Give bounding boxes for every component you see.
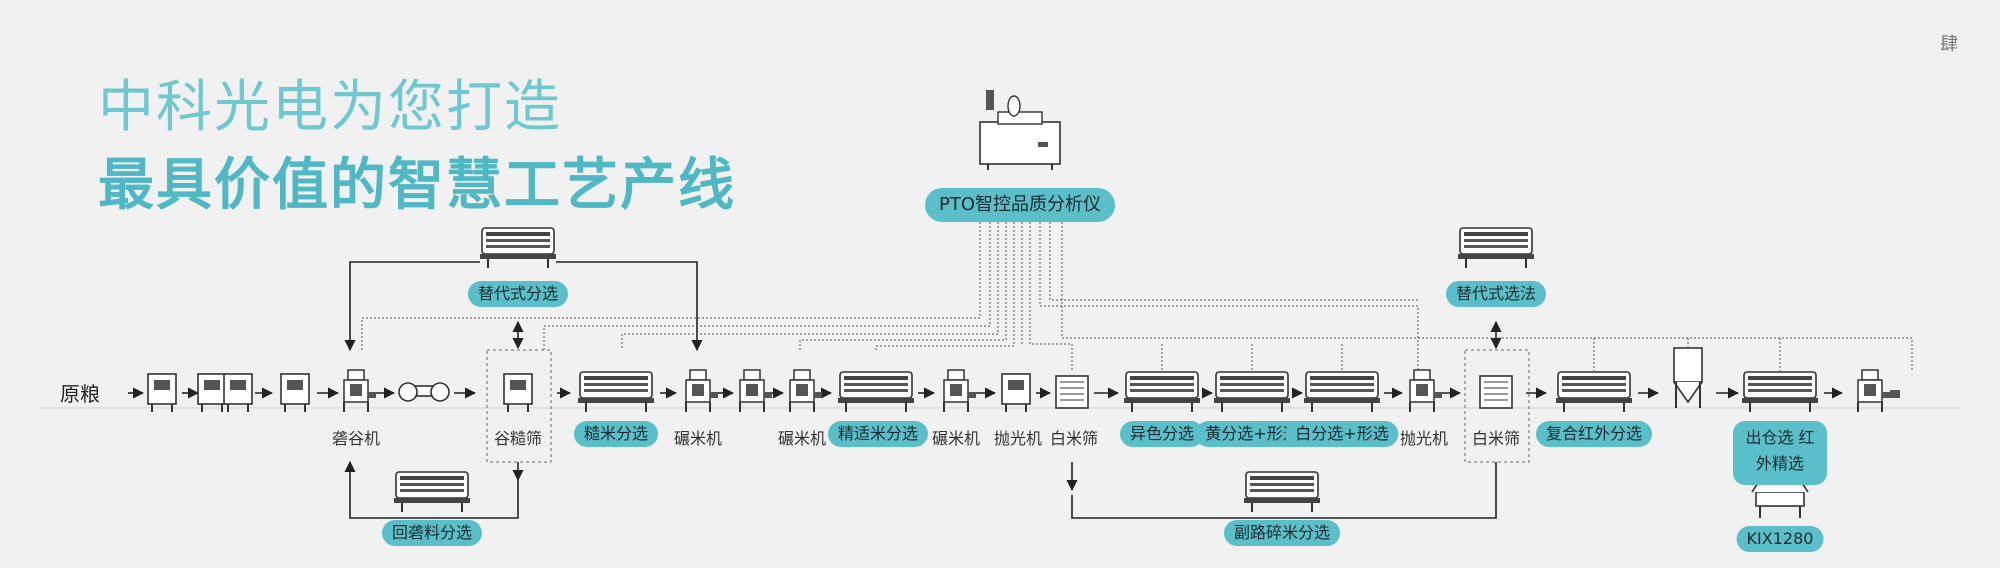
alt-sort-left-lines	[344, 261, 703, 352]
paddy-sieve-box	[486, 349, 552, 463]
title-line-2: 最具价值的智慧工艺产线	[98, 153, 736, 218]
machine-icons	[147, 347, 1900, 413]
stage-ir-sort: 复合红外分选	[1535, 421, 1653, 447]
alt-sort-left-label: 替代式分选	[467, 281, 569, 307]
stage-mill-3: 碾米机	[931, 429, 981, 448]
broken-sort-label: 副路碎米分选	[1223, 520, 1341, 546]
stage-polisher-1: 抛光机	[993, 429, 1043, 448]
stage-brown-sort: 糙米分选	[573, 421, 659, 447]
pto-instrument-icon	[979, 90, 1061, 170]
page-number: 肆	[1940, 34, 1958, 55]
kix-label: KIX1280	[1736, 526, 1824, 552]
stage-exit-sort: 出仓选 红外精选	[1733, 421, 1827, 485]
stage-paddy-sieve: 谷糙筛	[493, 429, 543, 448]
stage-fine-sort: 精适米分选	[827, 421, 929, 447]
white-sieve-box	[1464, 349, 1530, 463]
stage-color-sort: 异色分选	[1119, 421, 1205, 447]
return-loop-lines	[344, 460, 524, 519]
stage-mill-2: 碾米机	[777, 429, 827, 448]
stage-mill-1: 碾米机	[673, 429, 723, 448]
return-sort-label: 回砻料分选	[381, 520, 483, 546]
broken-loop-lines	[1066, 462, 1497, 519]
pto-dotted-lines	[361, 222, 1913, 372]
pto-label: PTO智控品质分析仪	[924, 188, 1116, 222]
alt-sort-right-label: 替代式选法	[1445, 281, 1547, 307]
stage-polisher-2: 抛光机	[1399, 429, 1449, 448]
title-line-1: 中科光电为您打造	[98, 75, 562, 140]
stage-white-sieve-2: 白米筛	[1471, 429, 1521, 448]
stage-white-sort: 白分选+形选	[1285, 421, 1399, 447]
stage-white-sieve-1: 白米筛	[1049, 429, 1099, 448]
source-label: 原粮	[60, 382, 100, 406]
stage-husker: 砻谷机	[331, 429, 381, 448]
